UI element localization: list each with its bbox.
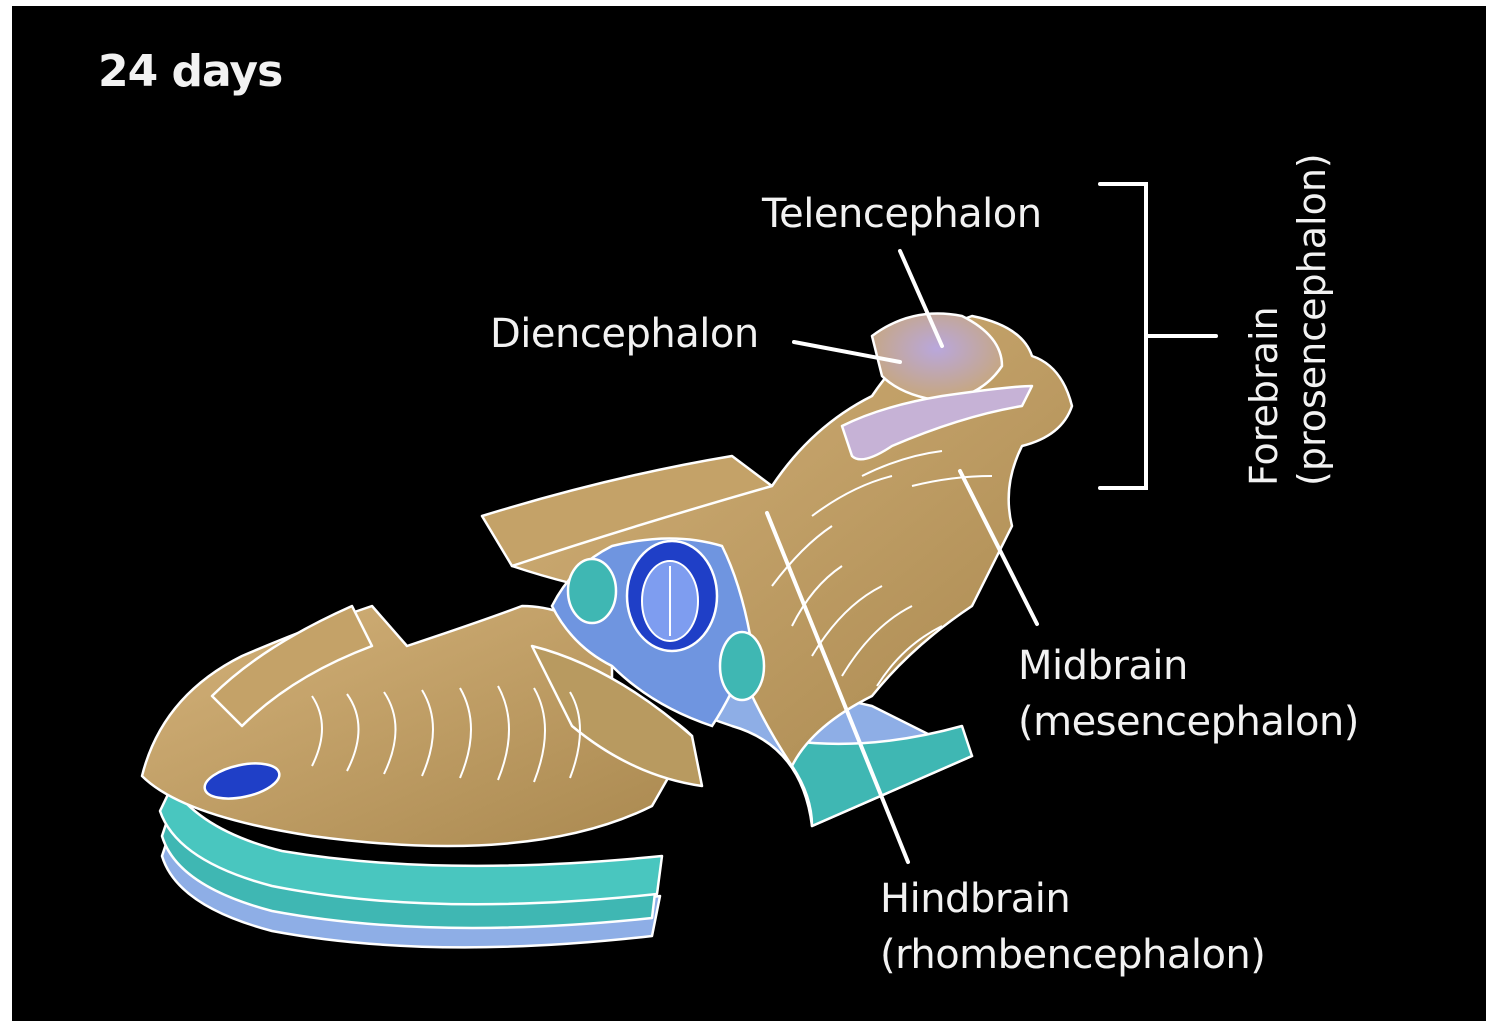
diencephalon-label: Diencephalon	[490, 306, 759, 362]
somite-left	[568, 559, 616, 623]
hindbrain-label-line1: Hindbrain	[880, 871, 1265, 927]
stage-title: 24 days	[98, 46, 282, 97]
forebrain-label-line1: Forebrain	[1240, 153, 1288, 486]
forebrain-bracket	[1100, 184, 1146, 488]
forebrain-label: Forebrain (prosencephalon)	[1240, 153, 1336, 486]
midbrain-label-line2: (mesencephalon)	[1018, 694, 1359, 750]
forebrain-label-line2: (prosencephalon)	[1288, 153, 1336, 486]
midbrain-label: Midbrain (mesencephalon)	[1018, 638, 1359, 750]
somite-right	[720, 632, 764, 700]
diagram-stage: 24 days Telencephalon Diencephalon Foreb…	[12, 6, 1486, 1021]
midbrain-label-line1: Midbrain	[1018, 638, 1359, 694]
telencephalon-label: Telencephalon	[762, 186, 1042, 242]
hindbrain-label-line2: (rhombencephalon)	[880, 927, 1265, 983]
hindbrain-label: Hindbrain (rhombencephalon)	[880, 871, 1265, 983]
